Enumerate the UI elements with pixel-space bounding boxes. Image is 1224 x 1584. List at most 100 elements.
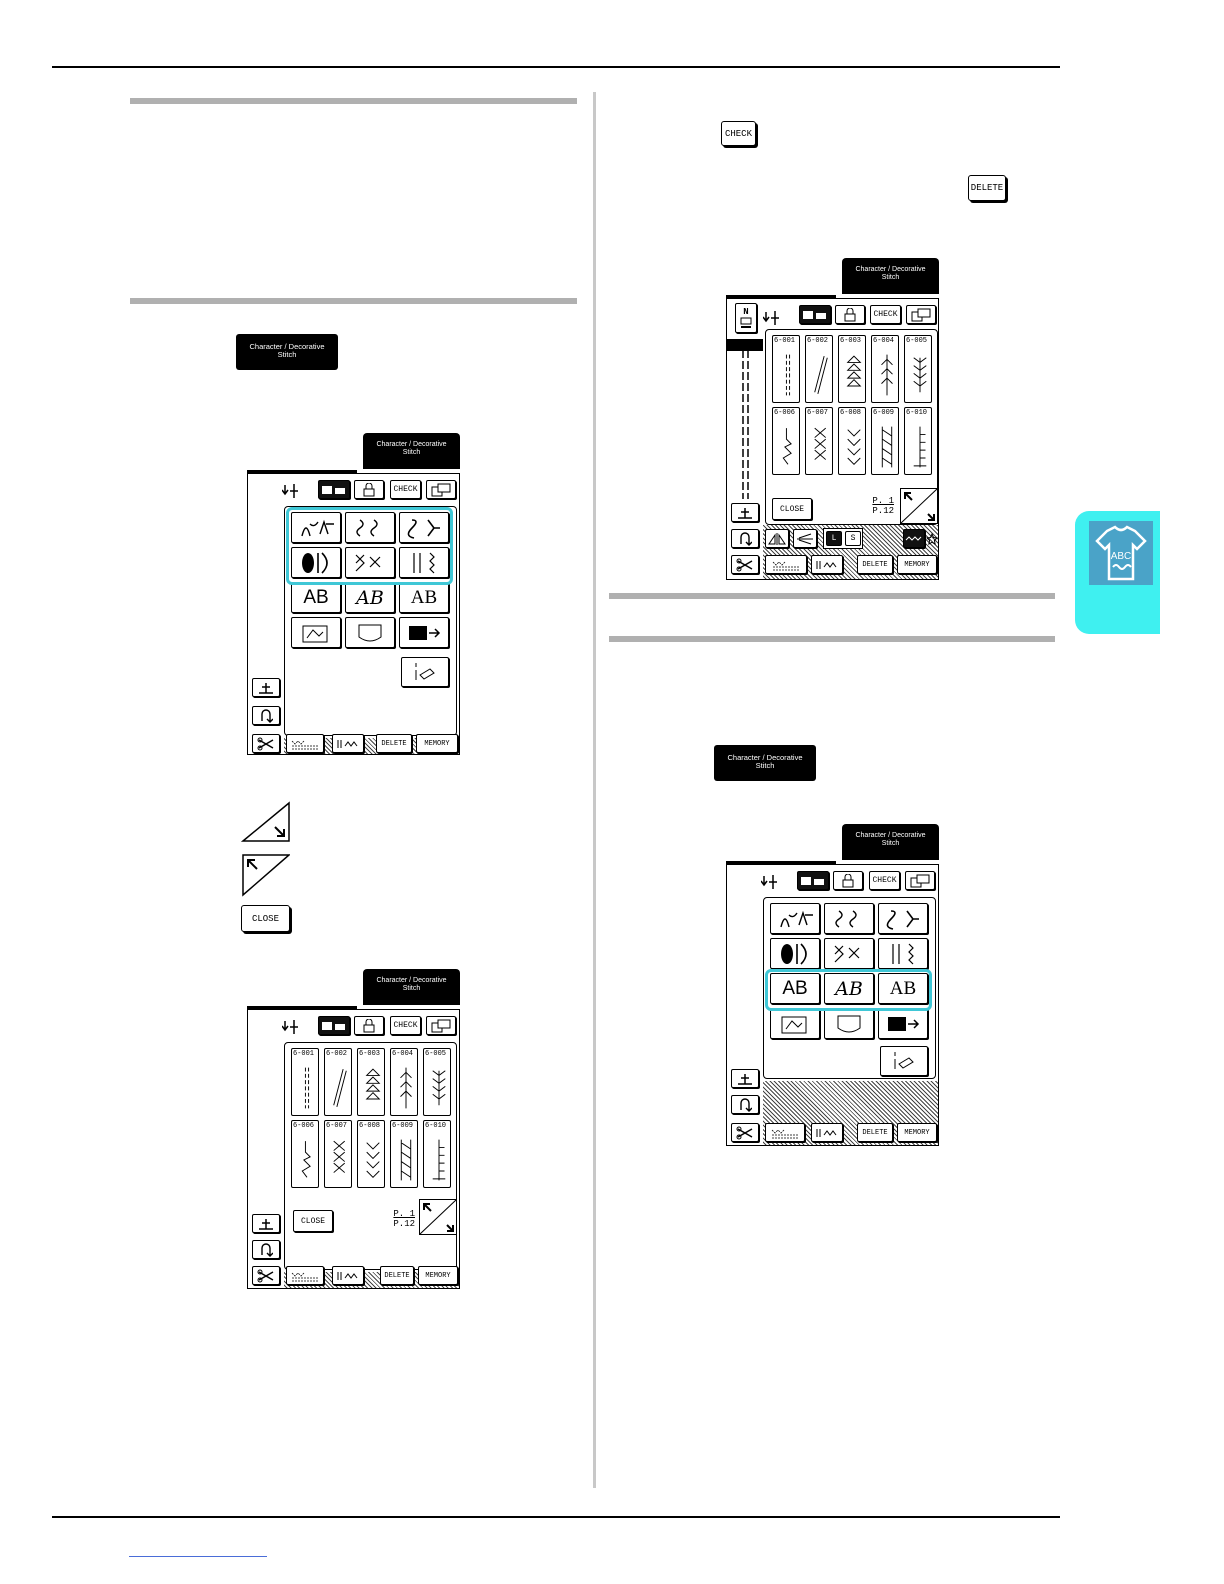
delete-key[interactable]: DELETE <box>968 175 1006 201</box>
memory-button[interactable]: MEMORY <box>897 1123 937 1142</box>
lock-button[interactable] <box>835 305 865 324</box>
thread-cutter-button[interactable] <box>731 555 759 574</box>
stitch-pattern-6-004[interactable]: 6-004 <box>390 1048 418 1116</box>
thread-cutter-button[interactable] <box>252 1266 280 1285</box>
stitch-pattern-6-006[interactable]: 6-006 <box>291 1120 319 1188</box>
memory-button[interactable]: MEMORY <box>416 734 458 753</box>
my-custom-stitch-button[interactable] <box>291 617 341 648</box>
category-utility-decorative[interactable] <box>878 938 928 969</box>
font-outline-button[interactable]: AB <box>399 582 449 613</box>
reverse-stitch-button[interactable] <box>731 1069 759 1088</box>
check-button[interactable]: CHECK <box>870 305 901 324</box>
close-button[interactable]: CLOSE <box>772 498 812 520</box>
presser-foot-indicator[interactable]: N <box>735 303 757 333</box>
page-arrows-button[interactable] <box>419 1199 457 1235</box>
delete-button[interactable]: DELETE <box>380 1266 414 1285</box>
thread-cutter-button[interactable] <box>731 1123 759 1142</box>
font-gothic-button[interactable]: AB <box>291 582 341 613</box>
pattern-image-button[interactable] <box>903 529 925 548</box>
util-stitch-button[interactable] <box>286 1266 324 1285</box>
stitch-pattern-6-007[interactable]: 6-007 <box>805 407 833 475</box>
stitch-pattern-6-010[interactable]: 6-010 <box>423 1120 451 1188</box>
util-stitch-button[interactable] <box>765 1123 805 1142</box>
help-button[interactable] <box>880 1046 928 1076</box>
check-key[interactable]: CHECK <box>721 121 756 146</box>
reinforce-button[interactable] <box>731 529 759 548</box>
size-large-button[interactable]: L <box>826 531 842 546</box>
delete-button[interactable]: DELETE <box>376 734 412 753</box>
reinforce-button[interactable] <box>731 1095 759 1114</box>
chapter-tab[interactable]: ABC <box>1075 511 1160 634</box>
close-key[interactable]: CLOSE <box>241 905 290 932</box>
thread-cutter-button[interactable] <box>252 734 280 753</box>
category-utility-decorative[interactable] <box>399 547 449 578</box>
category-ornamental-stitches[interactable] <box>878 903 928 934</box>
category-floral-stitches[interactable] <box>770 903 820 934</box>
stitch-pattern-6-008[interactable]: 6-008 <box>838 407 866 475</box>
reinforce-button[interactable] <box>252 1240 280 1259</box>
check-button[interactable]: CHECK <box>869 871 900 890</box>
category-ornamental-stitches[interactable] <box>399 512 449 543</box>
stitch-pattern-6-009[interactable]: 6-009 <box>871 407 899 475</box>
mirror-horizontal-button[interactable] <box>765 529 789 548</box>
category-decorative-stitches[interactable] <box>824 903 874 934</box>
font-script-button[interactable]: AB <box>824 973 874 1004</box>
font-outline-button[interactable]: AB <box>878 973 928 1004</box>
char-stitch-button[interactable] <box>332 734 364 753</box>
pocket-memory-button[interactable] <box>345 617 395 648</box>
close-button[interactable]: CLOSE <box>293 1210 333 1232</box>
footer-link-underline[interactable] <box>129 1556 267 1557</box>
category-satin-stitches[interactable] <box>291 547 341 578</box>
check-button[interactable]: CHECK <box>390 1016 421 1035</box>
presser-foot-button[interactable] <box>905 871 935 890</box>
pocket-memory-button[interactable] <box>824 1008 874 1039</box>
category-decorative-stitches[interactable] <box>345 512 395 543</box>
usb-media-button[interactable] <box>878 1008 928 1039</box>
stitch-pattern-6-001[interactable]: 6-001 <box>291 1048 319 1116</box>
twin-needle-button[interactable] <box>799 305 831 324</box>
twin-needle-button[interactable] <box>318 1016 350 1035</box>
memory-button[interactable]: MEMORY <box>897 555 937 574</box>
category-cross-stitches[interactable] <box>824 938 874 969</box>
presser-foot-button[interactable] <box>906 305 936 324</box>
memory-button[interactable]: MEMORY <box>418 1266 458 1285</box>
reverse-stitch-button[interactable] <box>252 1214 280 1233</box>
stitch-pattern-6-008[interactable]: 6-008 <box>357 1120 385 1188</box>
font-gothic-button[interactable]: AB <box>770 973 820 1004</box>
util-stitch-button[interactable] <box>286 734 324 753</box>
char-stitch-button[interactable] <box>811 1123 843 1142</box>
lock-button[interactable] <box>354 480 384 499</box>
category-floral-stitches[interactable] <box>291 512 341 543</box>
prev-page-key[interactable] <box>241 853 290 897</box>
stitch-pattern-6-002[interactable]: 6-002 <box>805 335 833 403</box>
delete-button[interactable]: DELETE <box>857 555 893 574</box>
stitch-pattern-6-004[interactable]: 6-004 <box>871 335 899 403</box>
page-arrows-button[interactable] <box>900 488 938 524</box>
stitch-pattern-6-003[interactable]: 6-003 <box>838 335 866 403</box>
char-stitch-button[interactable] <box>332 1266 364 1285</box>
usb-media-button[interactable] <box>399 617 449 648</box>
character-decorative-button[interactable]: Character / Decorative Stitch <box>714 745 816 781</box>
stitch-pattern-6-003[interactable]: 6-003 <box>357 1048 385 1116</box>
stitch-pattern-6-009[interactable]: 6-009 <box>390 1120 418 1188</box>
check-button[interactable]: CHECK <box>390 480 421 499</box>
reverse-stitch-button[interactable] <box>252 678 280 697</box>
lock-button[interactable] <box>833 871 863 890</box>
mirror-vertical-button[interactable] <box>793 529 817 548</box>
help-button[interactable] <box>401 657 449 687</box>
my-custom-stitch-button[interactable] <box>770 1008 820 1039</box>
lock-button[interactable] <box>354 1016 384 1035</box>
reverse-stitch-button[interactable] <box>731 503 759 522</box>
stitch-pattern-6-001[interactable]: 6-001 <box>772 335 800 403</box>
stitch-pattern-6-005[interactable]: 6-005 <box>423 1048 451 1116</box>
font-script-button[interactable]: AB <box>345 582 395 613</box>
next-page-key[interactable] <box>241 800 290 842</box>
size-small-button[interactable]: S <box>845 531 861 546</box>
reinforce-button[interactable] <box>252 706 280 725</box>
twin-needle-button[interactable] <box>318 480 350 499</box>
delete-button[interactable]: DELETE <box>857 1123 893 1142</box>
stitch-pattern-6-006[interactable]: 6-006 <box>772 407 800 475</box>
stitch-pattern-6-007[interactable]: 6-007 <box>324 1120 352 1188</box>
char-stitch-button[interactable] <box>811 555 843 574</box>
presser-foot-button[interactable] <box>426 480 456 499</box>
